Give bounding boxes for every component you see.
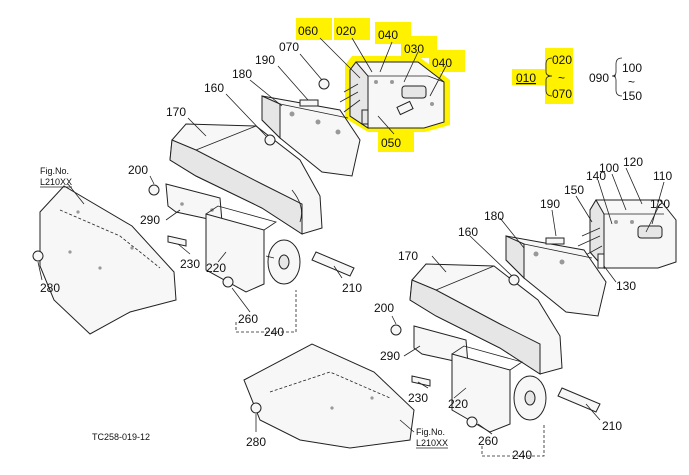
highlight-legend-010 (512, 69, 548, 85)
shroud-280-bottom (243, 343, 415, 449)
disc-240-bottom (513, 375, 547, 421)
disc-240-top (265, 239, 301, 285)
legend-010[interactable]: 010 (516, 71, 536, 85)
callout-020-top[interactable]: 020 (336, 24, 356, 38)
highlight-callout-020-top (334, 18, 370, 40)
cover-170-bottom (409, 263, 563, 375)
fasteners-bottom (250, 237, 565, 428)
drawing-code: TC258-019-12 (92, 432, 150, 442)
range-legend: 010 020 ~ 070 090 100 ~ 150 (516, 53, 642, 103)
callout-160-bottom[interactable]: 160 (458, 225, 478, 239)
figref-bottom-line2[interactable]: L210XX (416, 438, 448, 448)
callout-040-b[interactable]: 040 (432, 56, 452, 70)
callout-220-top[interactable]: 220 (206, 261, 226, 275)
bracket-180-bottom (505, 235, 607, 317)
figref-top: Fig.No. L210XX (40, 166, 72, 188)
callout-290-bottom[interactable]: 290 (380, 349, 400, 363)
callout-230-bottom[interactable]: 230 (408, 391, 428, 405)
highlight-callout-050 (378, 130, 414, 152)
callout-060[interactable]: 060 (298, 24, 318, 38)
legend-150[interactable]: 150 (622, 89, 642, 103)
callout-260-top[interactable]: 260 (238, 312, 258, 326)
callout-260-bottom[interactable]: 260 (478, 434, 498, 448)
panel-220-top (205, 205, 277, 293)
callout-220-bottom[interactable]: 220 (448, 397, 468, 411)
callout-120-a[interactable]: 120 (623, 155, 643, 169)
callout-210-bottom[interactable]: 210 (602, 419, 622, 433)
callout-030[interactable]: 030 (404, 42, 424, 56)
callout-190-top[interactable]: 190 (255, 53, 275, 67)
figref-bottom: Fig.No. L210XX (416, 427, 448, 449)
callout-210-top[interactable]: 210 (342, 281, 362, 295)
strip-210-bottom (557, 387, 601, 413)
callout-200-top[interactable]: 200 (128, 163, 148, 177)
highlight-callout-060 (296, 18, 332, 40)
callout-120-b[interactable]: 120 (650, 197, 670, 211)
callout-070-top[interactable]: 070 (279, 40, 299, 54)
callout-290-top[interactable]: 290 (140, 213, 160, 227)
highlight-callout-040-b (429, 50, 465, 72)
callout-040-a[interactable]: 040 (378, 28, 398, 42)
callout-280-top[interactable]: 280 (40, 281, 60, 295)
callout-200-bottom[interactable]: 200 (374, 301, 394, 315)
callout-170-top[interactable]: 170 (166, 105, 186, 119)
legend-tilde-b: ~ (628, 75, 635, 89)
callout-180-bottom[interactable]: 180 (484, 209, 504, 223)
legend-020[interactable]: 020 (552, 53, 572, 67)
callout-190-bottom[interactable]: 190 (540, 197, 560, 211)
figref-top-line1[interactable]: Fig.No. (40, 166, 69, 176)
lamp-unit-top (339, 61, 445, 129)
callout-170-bottom[interactable]: 170 (398, 249, 418, 263)
callout-140[interactable]: 140 (586, 169, 606, 183)
shroud-280-top (39, 185, 177, 335)
lamp-unit-bottom (577, 199, 677, 270)
callout-150[interactable]: 150 (564, 183, 584, 197)
bracket-180-top (261, 95, 361, 177)
callouts: 060 020 040 030 040 050 070 190 180 160 … (40, 24, 672, 462)
callout-180-top[interactable]: 180 (232, 67, 252, 81)
highlight-callout-030 (401, 36, 437, 58)
figref-bottom-line1[interactable]: Fig.No. (416, 427, 445, 437)
strip-210-top (311, 251, 355, 277)
group-bracket-240-bottom (481, 424, 545, 457)
legend-tilde-a: ~ (558, 71, 565, 85)
legend-090[interactable]: 090 (589, 71, 609, 85)
callout-050[interactable]: 050 (381, 136, 401, 150)
cover-170-top (169, 123, 323, 235)
legend-070[interactable]: 070 (552, 87, 572, 101)
callout-160-top[interactable]: 160 (204, 81, 224, 95)
group-bracket-240-top (235, 290, 297, 333)
callout-110[interactable]: 110 (653, 169, 672, 183)
leader-lines (37, 37, 665, 435)
callout-240-top[interactable]: 240 (264, 325, 284, 339)
callout-130[interactable]: 130 (616, 279, 636, 293)
callout-100[interactable]: 100 (599, 161, 619, 175)
panel-220-bottom (451, 345, 523, 433)
callout-230-top[interactable]: 230 (180, 257, 200, 271)
fasteners-top (32, 78, 330, 288)
callout-280-bottom[interactable]: 280 (246, 435, 266, 449)
figref-top-line2[interactable]: L210XX (40, 177, 72, 187)
legend-100[interactable]: 100 (622, 61, 642, 75)
callout-240-bottom[interactable]: 240 (512, 448, 532, 462)
